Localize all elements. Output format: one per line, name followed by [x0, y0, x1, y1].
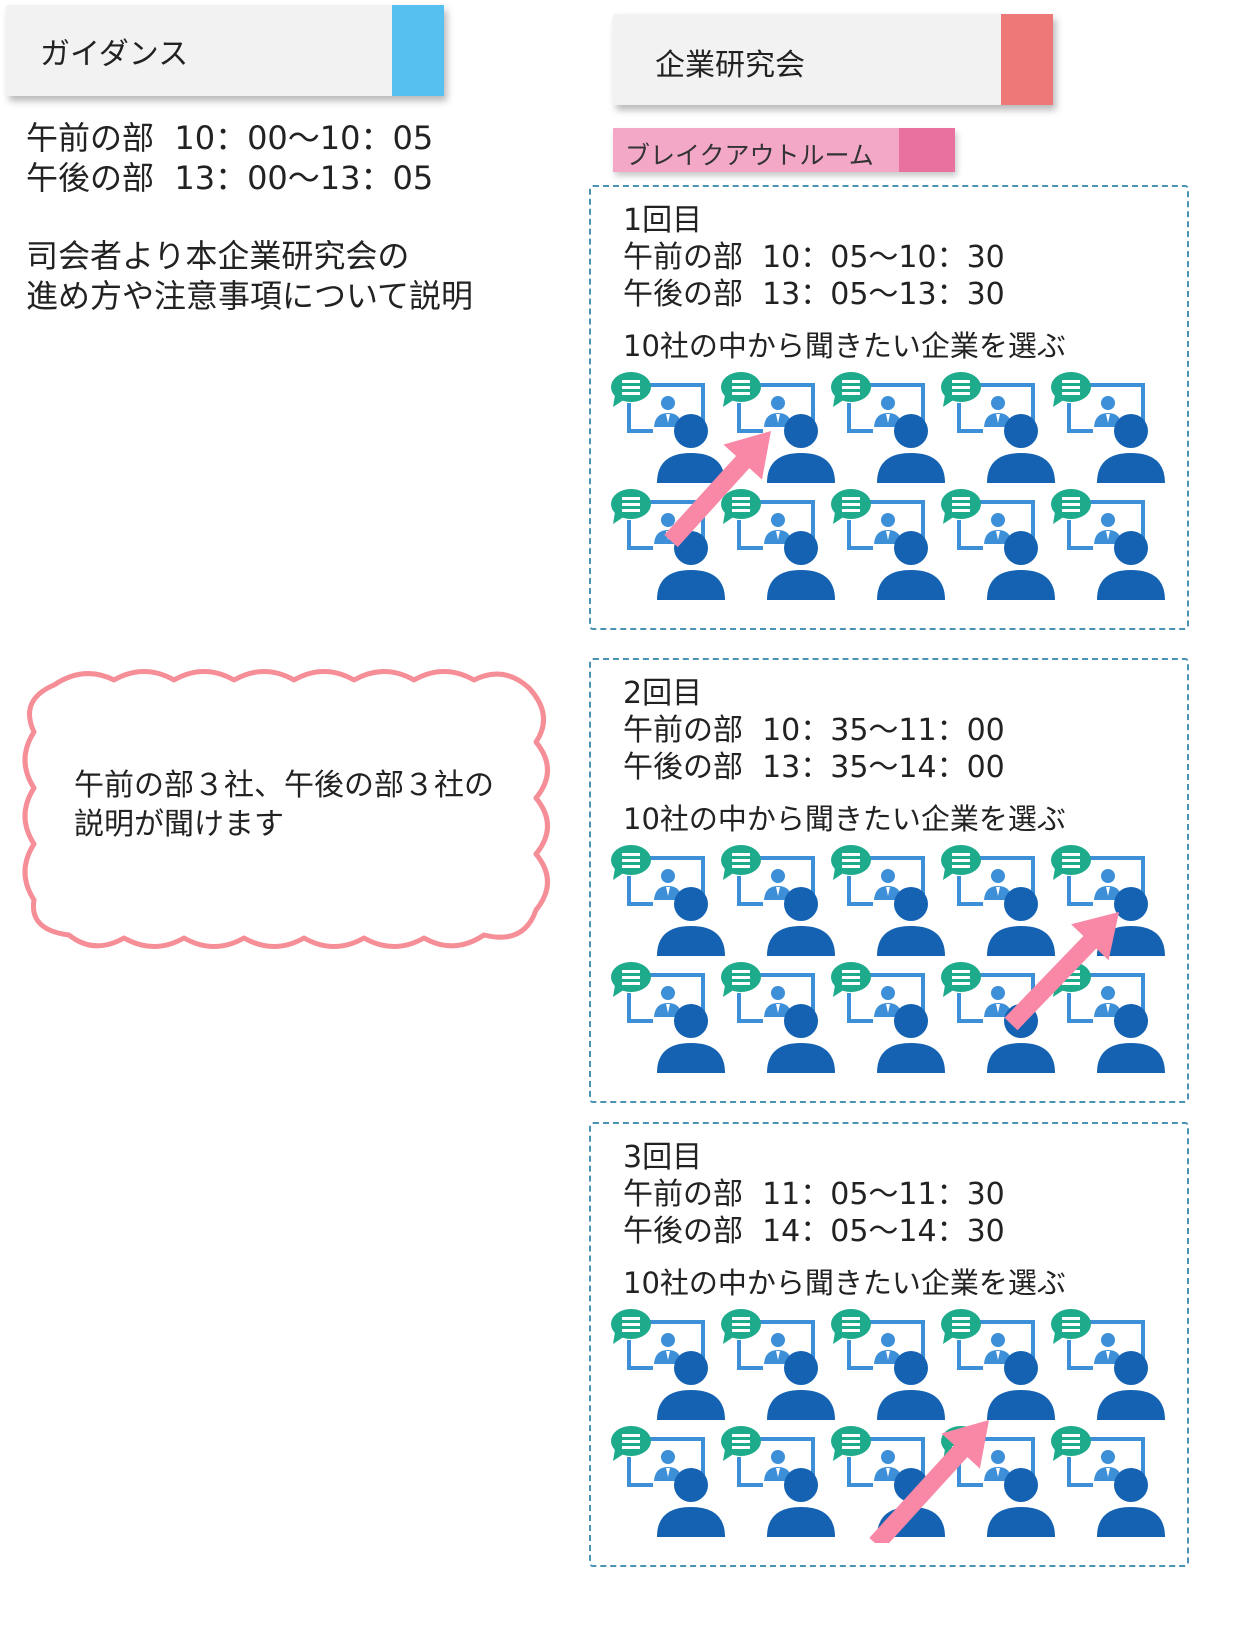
study-header: 企業研究会 — [613, 14, 1053, 105]
round-3-am: 午前の部 11：05～11：30 — [623, 1177, 1005, 1212]
online-meeting-icon — [721, 962, 835, 1073]
online-meeting-icon — [941, 489, 1055, 600]
round-2-pm: 午後の部 13：35～14：00 — [623, 750, 1005, 785]
round-2-desc: 10社の中から聞きたい企業を選ぶ — [623, 802, 1066, 836]
online-meeting-icon — [1051, 489, 1165, 600]
round-1-am: 午前の部 10：05～10：30 — [623, 240, 1005, 275]
guidance-title: ガイダンス — [40, 37, 189, 72]
online-meeting-icon — [831, 372, 945, 483]
round-3-companies-grid — [611, 1309, 1165, 1543]
round-1-desc: 10社の中から聞きたい企業を選ぶ — [623, 329, 1066, 363]
selection-arrow — [869, 1420, 989, 1543]
online-meeting-icon — [611, 962, 725, 1073]
online-meeting-icon — [611, 372, 725, 483]
guidance-accent-bar — [392, 5, 444, 96]
round-3-desc: 10社の中から聞きたい企業を選ぶ — [623, 1266, 1066, 1300]
study-accent-bar — [1001, 14, 1053, 105]
online-meeting-icon — [611, 845, 725, 956]
round-1-title: 1回目 — [623, 203, 703, 238]
guidance-note-line-1: 司会者より本企業研究会の — [26, 237, 410, 275]
online-meeting-icon — [941, 1309, 1055, 1420]
round-1-companies-grid — [611, 372, 1165, 600]
round-2-title: 2回目 — [623, 676, 703, 711]
online-meeting-icon — [611, 1426, 725, 1537]
online-meeting-icon — [611, 1309, 725, 1420]
cloud-callout-shape — [22, 669, 550, 949]
online-meeting-icon — [831, 489, 945, 600]
breakout-room-text: ブレイクアウトルーム — [625, 141, 874, 170]
round-2-am: 午前の部 10：35～11：00 — [623, 713, 1005, 748]
online-meeting-icon — [831, 1309, 945, 1420]
online-meeting-icon — [831, 845, 945, 956]
online-meeting-icon — [941, 962, 1055, 1073]
cloud-line-1: 午前の部３社、午後の部３社の — [74, 768, 494, 803]
guidance-time-pm: 午後の部 13：00～13：05 — [26, 159, 434, 197]
round-3-pm: 午後の部 14：05～14：30 — [623, 1214, 1005, 1249]
online-meeting-icon — [721, 372, 835, 483]
study-title: 企業研究会 — [655, 48, 805, 83]
online-meeting-icon — [941, 372, 1055, 483]
online-meeting-icon — [721, 845, 835, 956]
online-meeting-icon — [1051, 1426, 1165, 1537]
online-meeting-icon — [721, 1426, 835, 1537]
online-meeting-icon — [721, 489, 835, 600]
online-meeting-icon — [941, 845, 1055, 956]
guidance-header: ガイダンス — [6, 5, 444, 96]
online-meeting-icon — [1051, 372, 1165, 483]
guidance-time-am: 午前の部 10：00～10：05 — [26, 119, 434, 157]
online-meeting-icon — [831, 962, 945, 1073]
online-meeting-icon — [611, 489, 725, 600]
selection-arrow — [1004, 912, 1119, 1031]
round-3-title: 3回目 — [623, 1140, 703, 1175]
cloud-callout-text: 午前の部３社、午後の部３社の 説明が聞けます — [74, 766, 494, 844]
round-2-companies-grid — [611, 845, 1165, 1073]
breakout-room-label: ブレイクアウトルーム — [613, 128, 955, 172]
round-3-box: 3回目 午前の部 11：05～11：30 午後の部 14：05～14：30 10… — [589, 1122, 1189, 1567]
online-meeting-icon — [721, 1309, 835, 1420]
breakout-accent-bar — [899, 128, 955, 172]
round-1-box: 1回目 午前の部 10：05～10：30 午後の部 13：05～13：30 10… — [589, 185, 1189, 630]
round-1-pm: 午後の部 13：05～13：30 — [623, 277, 1005, 312]
selection-arrow — [664, 431, 771, 548]
cloud-line-2: 説明が聞けます — [74, 807, 284, 842]
round-2-box: 2回目 午前の部 10：35～11：00 午後の部 13：35～14：00 10… — [589, 658, 1189, 1103]
guidance-note-line-2: 進め方や注意事項について説明 — [26, 277, 474, 315]
guidance-note: 司会者より本企業研究会の 進め方や注意事項について説明 — [26, 236, 473, 316]
online-meeting-icon — [1051, 962, 1165, 1073]
online-meeting-icon — [1051, 1309, 1165, 1420]
guidance-times: 午前の部 10：00～10：05 午後の部 13：00～13：05 — [26, 118, 433, 198]
